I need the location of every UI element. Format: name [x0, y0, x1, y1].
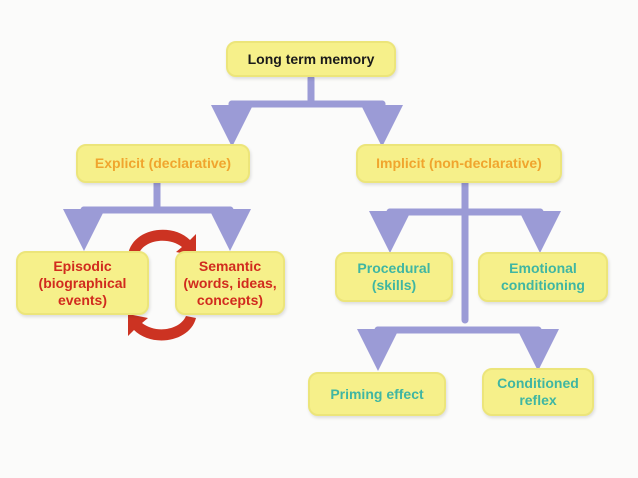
node-long-term-memory: Long term memory [226, 41, 396, 77]
cycle-arrows-icon [128, 229, 196, 341]
node-conditioned-reflex: Conditioned reflex [482, 368, 594, 416]
node-explicit: Explicit (declarative) [76, 144, 250, 183]
node-procedural: Procedural (skills) [335, 252, 453, 302]
node-implicit: Implicit (non-declarative) [356, 144, 562, 183]
node-emotional-conditioning: Emotional conditioning [478, 252, 608, 302]
node-episodic: Episodic (biographical events) [16, 251, 149, 315]
cycle-arrow-bottom [128, 314, 196, 341]
node-semantic: Semantic (words, ideas, concepts) [175, 251, 285, 315]
cycle-arrow-top [128, 229, 196, 256]
node-priming-effect: Priming effect [308, 372, 446, 416]
